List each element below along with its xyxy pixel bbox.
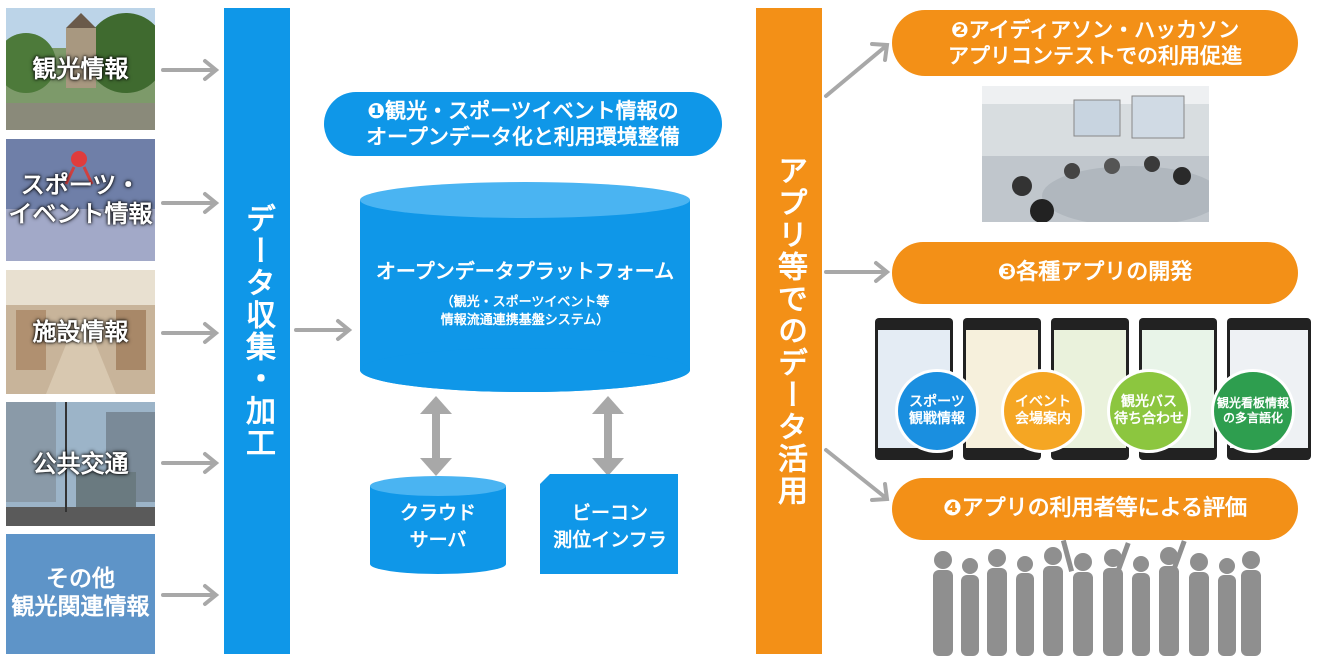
- source-transport: 公共交通: [6, 402, 155, 526]
- silhouette-11: [1218, 558, 1236, 656]
- source-arrows: [161, 59, 220, 606]
- section4-title-pill: ❹アプリの利用者等による評価: [892, 478, 1298, 540]
- arrow-facility: [161, 322, 220, 344]
- data-use-label: アプリ等でのデータ活用: [772, 155, 807, 507]
- platform-bidirectional-arrows: [420, 396, 624, 476]
- collect-to-platform-arrow: [294, 319, 353, 341]
- sports-photo: [6, 139, 155, 261]
- cloud-server-cylinder: [370, 476, 506, 574]
- silhouette-2: [961, 558, 979, 656]
- silhouette-3: [987, 549, 1007, 656]
- beacon-box: [540, 474, 678, 574]
- arrow-transport: [161, 452, 220, 474]
- data-collection-label: データ収集・加工: [240, 203, 275, 459]
- data-use-bar: アプリ等でのデータ活用: [756, 8, 822, 654]
- arrow-other: [161, 584, 220, 606]
- silhouette-12: [1241, 551, 1261, 656]
- source-sports-label: スポーツ・ イベント情報: [8, 171, 153, 228]
- arrow-to-section2: [824, 42, 890, 98]
- platform-title: オープンデータプラットフォーム: [375, 259, 675, 283]
- source-other: その他 観光関連情報: [6, 534, 155, 654]
- app-bus-circle: 観光バス 待ち合わせ: [1110, 372, 1188, 450]
- silhouette-1: [933, 551, 953, 656]
- section3-title: ❸各種アプリの開発: [997, 260, 1193, 286]
- source-tourism: 観光情報: [6, 8, 155, 130]
- silhouette-9: [1159, 540, 1187, 656]
- app-event-circle: イベント 会場案内: [1004, 372, 1082, 450]
- transport-photo: [6, 402, 155, 526]
- silhouette-8: [1132, 556, 1150, 656]
- data-collection-bar: データ収集・加工: [224, 8, 290, 654]
- silhouette-5: [1043, 547, 1063, 656]
- facility-photo: [6, 270, 155, 394]
- app-sports-circle: スポーツ 観戦情報: [898, 372, 976, 450]
- silhouette-10: [1189, 553, 1209, 656]
- cloud-server-label: クラウド サーバ: [399, 502, 476, 551]
- silhouette-7: [1103, 542, 1131, 656]
- platform-subtitle: （観光・スポーツイベント等 情報流通連携基盤システム）: [440, 295, 610, 328]
- source-transport-label: 公共交通: [32, 449, 129, 478]
- beacon-bidirectional-arrow: [592, 396, 624, 476]
- arrow-to-section3: [824, 261, 891, 283]
- source-facility: 施設情報: [6, 270, 155, 394]
- source-facility-label: 施設情報: [32, 317, 129, 346]
- silhouette-6: [1060, 540, 1093, 656]
- arrow-tourism: [161, 59, 220, 81]
- section2-title-pill: ❷アイディアソン・ハッカソン アプリコンテストでの利用促進: [892, 10, 1298, 76]
- section3-title-pill: ❸各種アプリの開発: [892, 242, 1298, 304]
- tourism-photo: [6, 8, 155, 130]
- platform-text: オープンデータプラットフォーム （観光・スポーツイベント等 情報流通連携基盤シス…: [358, 255, 692, 329]
- source-tourism-label: 観光情報: [32, 54, 129, 83]
- app-signboard-circle: 観光看板情報 の多言語化: [1214, 372, 1292, 450]
- cloud-bidirectional-arrow: [420, 396, 452, 476]
- source-sports-event: スポーツ・ イベント情報: [6, 139, 155, 261]
- section1-title: ❶観光・スポーツイベント情報の オープンデータ化と利用環境整備: [366, 98, 680, 149]
- beacon-label: ビーコン 測位インフラ: [553, 502, 667, 551]
- ideathon-photo: [982, 86, 1209, 222]
- source-other-label: その他 観光関連情報: [11, 566, 150, 620]
- silhouette-4: [1016, 556, 1034, 656]
- use-arrows: [824, 42, 891, 502]
- platform-cylinder: [360, 182, 690, 392]
- section4-title: ❹アプリの利用者等による評価: [943, 496, 1247, 522]
- arrow-sports: [161, 192, 220, 214]
- arrow-to-section4: [824, 448, 890, 502]
- section1-title-pill: ❶観光・スポーツイベント情報の オープンデータ化と利用環境整備: [324, 92, 722, 156]
- section2-title: ❷アイディアソン・ハッカソン アプリコンテストでの利用促進: [948, 17, 1242, 68]
- user-silhouettes: [933, 540, 1261, 656]
